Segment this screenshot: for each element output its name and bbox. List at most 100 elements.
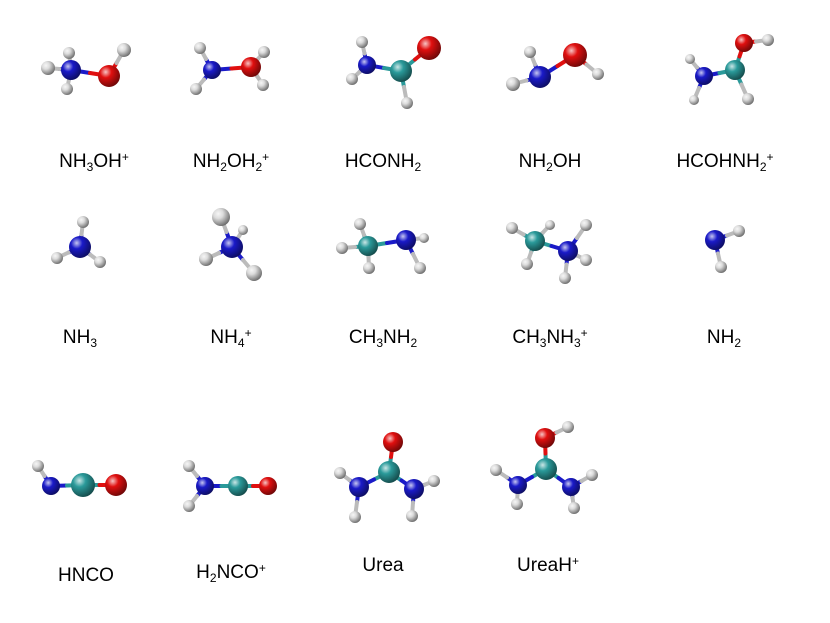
hcohnh2-plus-hydrogen-atom [742,93,754,105]
urea-hydrogen-atom [349,511,361,523]
ureah-plus-hydrogen-atom [562,421,574,433]
hcohnh2-plus-hydrogen-atom [762,34,774,46]
hnco-label: HNCO [58,565,114,586]
h2nco-plus-carbon-atom [228,476,248,496]
ch3nh3-plus-nitrogen-atom [558,241,578,261]
ch3nh2-hydrogen-atom [354,218,366,230]
nh3oh-plus-hydrogen-atom [61,83,73,95]
nh2oh2-plus-nitrogen-atom [203,61,221,79]
ch3nh2-carbon-atom [358,236,378,256]
nh2oh2-plus-label: NH2OH2+ [192,150,270,174]
nh2-hydrogen-atom [715,261,727,273]
hcohnh2-plus-oxygen-atom [735,34,753,52]
atoms-layer [32,34,774,523]
hconh2-hydrogen-atom [356,36,368,48]
hcohnh2-plus-nitrogen-atom [695,67,713,85]
hcohnh2-plus-hydrogen-atom [689,95,699,105]
ureah-plus-hydrogen-atom [568,502,580,514]
ch3nh2-hydrogen-atom [419,233,429,243]
nh2-label: NH2 [706,327,742,350]
ch3nh3-plus-hydrogen-atom [580,254,592,266]
ch3nh3-plus-hydrogen-atom [580,219,592,231]
nh3oh-plus-oxygen-atom [98,65,120,87]
hcohnh2-plus-label: HCOHNH2+ [676,150,774,174]
h2nco-plus-label: H2NCO+ [196,561,266,585]
nh3oh-plus-hydrogen-atom [117,43,131,57]
nh2oh2-plus-oxygen-atom [241,57,261,77]
ureah-plus-hydrogen-atom [586,469,598,481]
ureah-plus-hydrogen-atom [511,498,523,510]
ch3nh2-hydrogen-atom [336,242,348,254]
ch3nh3-plus-hydrogen-atom [545,220,555,230]
hnco-nitrogen-atom [42,477,60,495]
hcohnh2-plus-carbon-atom [725,60,745,80]
nh3-hydrogen-atom [51,252,63,264]
hnco-oxygen-atom [105,474,127,496]
nh4-plus-nitrogen-atom [221,236,243,258]
bonds-layer [36,38,770,519]
ureah-plus-hydrogen-atom [490,464,502,476]
nh2-hydrogen-atom [733,225,745,237]
ch3nh3-plus-hydrogen-atom [559,272,571,284]
h2nco-plus-hydrogen-atom [183,500,195,512]
nh4-plus-label: NH4+ [210,326,252,350]
ureah-plus-oxygen-atom [535,428,555,448]
h2nco-plus-nitrogen-atom [196,477,214,495]
urea-nitrogen-atom [349,477,369,497]
nh2oh-oxygen-atom [563,43,587,67]
ureah-plus-nitrogen-atom [562,478,580,496]
nh2oh2-plus-hydrogen-atom [258,46,270,58]
ureah-plus-carbon-atom [535,458,557,480]
nh2oh-label: NH2OH [518,151,582,174]
nh4-plus-hydrogen-atom [246,265,262,281]
hnco-hydrogen-atom [32,460,44,472]
nh4-plus-hydrogen-atom [238,225,248,235]
nh4-plus-hydrogen-atom [212,208,230,226]
nh3oh-plus-hydrogen-atom [41,61,55,75]
nh3oh-plus-hydrogen-atom [63,47,75,59]
nh3-hydrogen-atom [94,256,106,268]
ch3nh3-plus-carbon-atom [525,231,545,251]
ch3nh3-plus-label: CH3NH3+ [512,326,588,350]
hconh2-hydrogen-atom [401,97,413,109]
hconh2-nitrogen-atom [358,56,376,74]
hnco-carbon-atom [71,473,95,497]
nh3-label: NH3 [62,327,98,350]
nh2oh-hydrogen-atom [506,77,520,91]
nh2-nitrogen-atom [705,230,725,250]
hconh2-oxygen-atom [417,36,441,60]
nh2oh2-plus-hydrogen-atom [190,83,202,95]
ch3nh2-hydrogen-atom [414,262,426,274]
nh3-hydrogen-atom [77,216,89,228]
nh2oh2-plus-hydrogen-atom [257,79,269,91]
nh3-nitrogen-atom [69,236,91,258]
ureah-plus-nitrogen-atom [509,476,527,494]
ch3nh3-plus-hydrogen-atom [521,258,533,270]
urea-hydrogen-atom [406,510,418,522]
nh2oh-nitrogen-atom [529,66,551,88]
nh2oh-hydrogen-atom [524,46,536,58]
hconh2-hydrogen-atom [346,73,358,85]
nh3oh-plus-label: NH3OH+ [59,150,129,174]
ch3nh2-hydrogen-atom [363,262,375,274]
ch3nh2-nitrogen-atom [396,230,416,250]
urea-hydrogen-atom [334,467,346,479]
hcohnh2-plus-hydrogen-atom [685,54,695,64]
urea-nitrogen-atom [404,479,424,499]
urea-hydrogen-atom [428,475,440,487]
urea-label: Urea [362,555,404,576]
urea-oxygen-atom [383,432,403,452]
hconh2-label: HCONH2 [344,151,422,174]
ch3nh3-plus-hydrogen-atom [506,222,518,234]
h2nco-plus-oxygen-atom [259,477,277,495]
nh2oh2-plus-hydrogen-atom [194,42,206,54]
ch3nh2-label: CH3NH2 [348,327,418,350]
nh4-plus-hydrogen-atom [199,252,213,266]
h2nco-plus-hydrogen-atom [183,460,195,472]
nh3oh-plus-nitrogen-atom [61,60,81,80]
ureah-plus-label: UreaH+ [517,554,579,576]
hconh2-carbon-atom [390,60,412,82]
nh2oh-hydrogen-atom [592,68,604,80]
urea-carbon-atom [378,461,400,483]
